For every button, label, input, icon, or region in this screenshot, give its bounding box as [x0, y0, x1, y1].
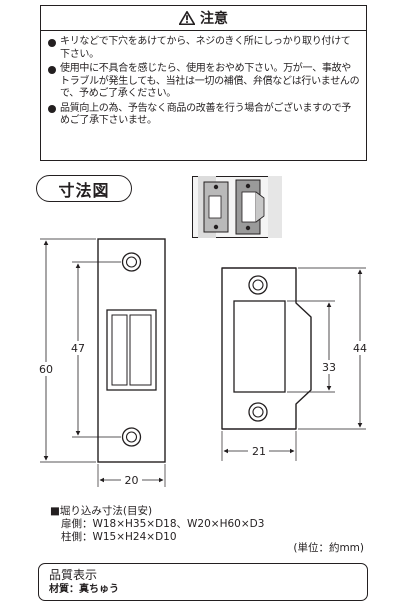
left-strike-plate [97, 238, 166, 463]
right-top-screw-hole [248, 275, 268, 295]
caution-item-1: キリなどで下穴をあけてから、ネジのきく所にしっかり取り付けて下さい。 [47, 36, 360, 61]
quality-title: 品質表示 [49, 568, 98, 582]
dimension-diagram-title: 寸法図 [36, 175, 132, 202]
right-dimensions: 44 33 21 [221, 267, 370, 461]
caution-list: キリなどで下穴をあけてから、ネジのきく所にしっかり取り付けて下さい。 使用中に不… [41, 31, 366, 128]
left-width: 20 [125, 474, 139, 487]
quality-label-box: 品質表示 材質：真ちゅう [38, 563, 368, 601]
spec-pillar-side: 柱側：W15×H24×D10 [61, 531, 177, 543]
left-latch-opening [106, 309, 157, 391]
caution-title: 注意 [200, 11, 228, 27]
caution-header: 注意 [41, 6, 366, 31]
left-bottom-screw-hole [121, 427, 142, 447]
left-dimensions: 60 47 20 [36, 238, 166, 487]
caution-item-2: 使用中に不具合を感じたら、使用をおやめ下さい。万が一、事故やトラブルが発生しても… [47, 63, 360, 101]
right-opening-height: 33 [322, 361, 336, 374]
spec-heading: ■堀り込み寸法(目安) [50, 505, 153, 517]
mortise-spec: ■堀り込み寸法(目安) 扉側：W18×H35×D18、W20×H60×D3 柱側… [50, 505, 264, 544]
unit-note: (単位：約mm) [293, 542, 364, 554]
right-width: 21 [252, 445, 266, 458]
right-bottom-screw-hole [248, 402, 268, 422]
left-hole-pitch: 47 [71, 342, 85, 355]
spec-door-side: 扉側：W18×H35×D18、W20×H60×D3 [61, 518, 265, 530]
left-top-screw-hole [121, 252, 142, 272]
warning-icon [179, 11, 195, 25]
right-height-total: 44 [353, 342, 367, 355]
quality-material: 材質：真ちゅう [49, 584, 119, 595]
product-photo [192, 176, 282, 238]
left-height-total: 60 [39, 363, 53, 376]
right-latch-opening [233, 300, 286, 393]
caution-item-3: 品質向上の為、予告なく商品の改善を行う場合がございますので予めご了承下さいませ。 [47, 103, 360, 128]
right-strike-plate [221, 267, 312, 430]
dimension-drawing: 60 47 20 44 33 21 [36, 238, 370, 487]
caution-box: 注意 キリなどで下穴をあけてから、ネジのきく所にしっかり取り付けて下さい。 使用… [40, 5, 367, 161]
